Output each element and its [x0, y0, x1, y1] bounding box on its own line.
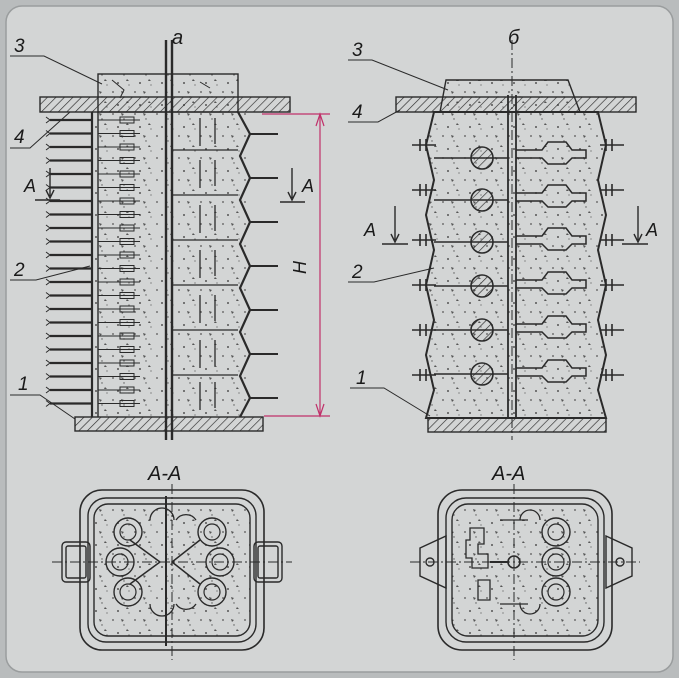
panel-b-bottom-plate — [427, 417, 607, 433]
panel-b-side-bolts — [412, 139, 624, 381]
section-a-plan — [52, 484, 292, 660]
panel-b-section-marker-right: А — [645, 220, 658, 240]
height-dimension — [262, 112, 330, 418]
panel-b — [348, 40, 648, 440]
panel-b-ball-fittings — [434, 146, 508, 386]
panel-a-concrete-body — [92, 112, 248, 417]
panel-b-callout-3: 3 — [352, 40, 363, 61]
section-a-label: А-А — [147, 463, 181, 485]
panel-a-callout-4: 4 — [14, 127, 25, 148]
section-b-plan — [410, 484, 640, 660]
panel-a — [10, 40, 330, 440]
panel-b-callout-2: 2 — [351, 262, 363, 283]
panel-a-label: а — [172, 27, 183, 49]
section-b-label: А-А — [491, 463, 525, 485]
panel-a-callout-1: 1 — [18, 374, 29, 395]
panel-b-callout-1: 1 — [356, 368, 367, 389]
panel-a-callout-3: 3 — [14, 36, 25, 57]
panel-a-left-bolts — [45, 116, 92, 407]
panel-a-bottom-plate — [74, 416, 264, 432]
panel-b-label: б — [508, 27, 520, 49]
panel-b-stepped-forms — [516, 141, 587, 383]
panel-a-section-marker-left: А — [23, 176, 36, 196]
panel-b-section-marker-left: А — [363, 220, 376, 240]
panel-a-callout-2: 2 — [13, 260, 25, 281]
panel-a-section-marker-right: А — [301, 176, 314, 196]
panel-b-callout-4: 4 — [352, 102, 363, 123]
height-label: H — [290, 260, 310, 274]
panel-a-left-ribs — [98, 116, 140, 407]
